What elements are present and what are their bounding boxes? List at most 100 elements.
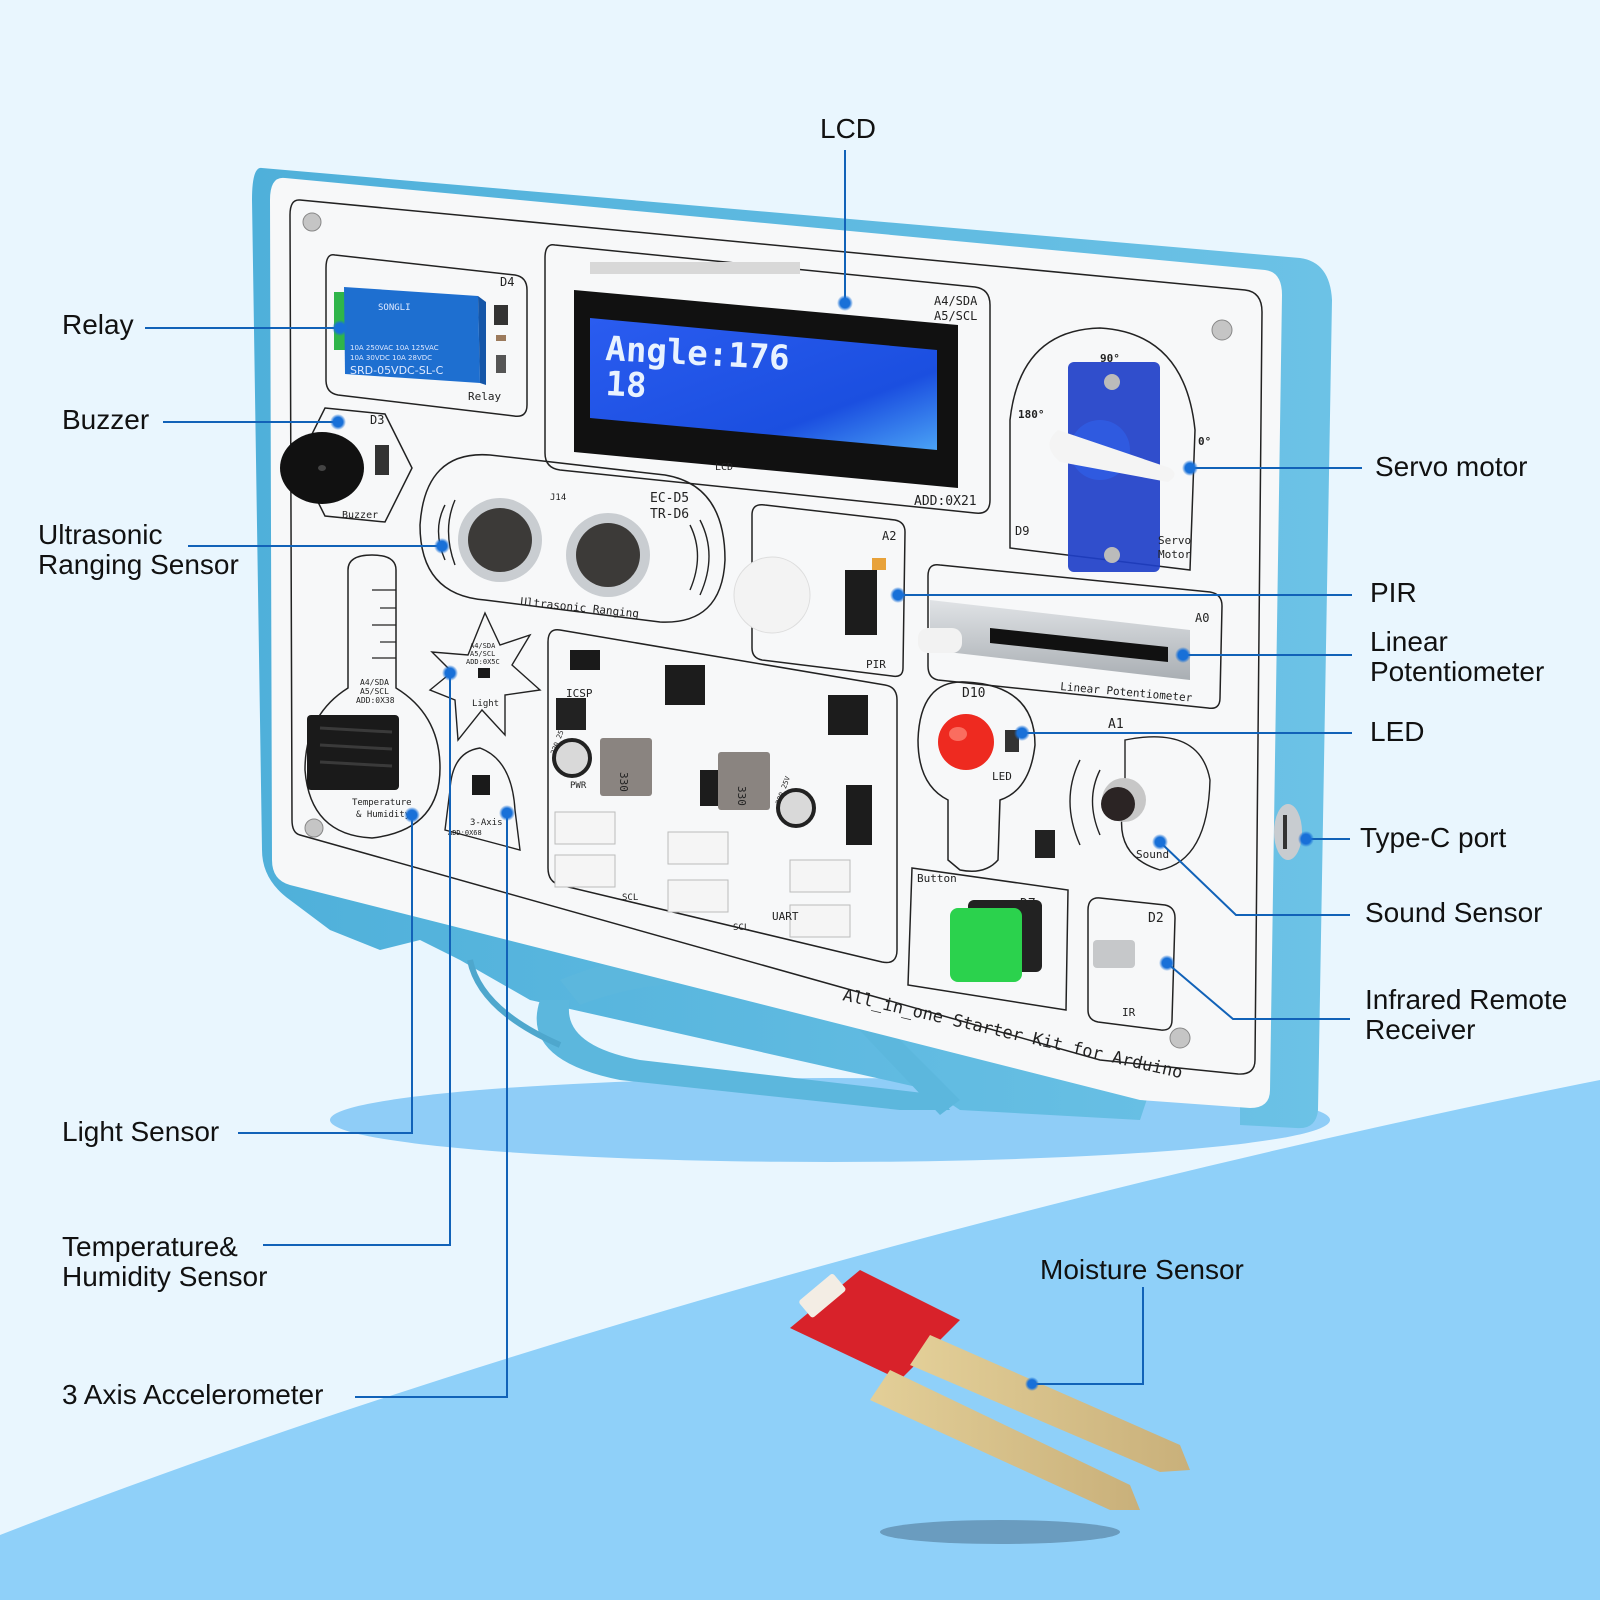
servo-180-mark: 180°	[1018, 408, 1045, 421]
icsp-label: ICSP	[566, 687, 593, 700]
ir-pin: D2	[1148, 911, 1164, 926]
light-bus-sda: A4/SDA	[470, 642, 496, 650]
panel	[270, 177, 1282, 1108]
light-bus-scl: A5/SCL	[470, 650, 495, 658]
callout-infrared-line1: Infrared Remote	[1365, 984, 1568, 1015]
accelerometer-module: 3-Axis ADD:0X68	[444, 747, 521, 851]
callout-line-temperature	[263, 673, 451, 1246]
callout-lcd: LCD	[820, 113, 877, 144]
pwr-label: PWR	[570, 781, 587, 791]
button-module: Button D7	[907, 867, 1069, 1011]
ir-module: D2 IR	[1087, 897, 1176, 1031]
lcd-line-1: Angle:176	[605, 329, 791, 379]
servo-0-mark: 0°	[1198, 435, 1211, 448]
relay-spec2: 10A 30VDC 10A 28VDC	[350, 354, 432, 362]
scl-label-2: SCL	[733, 923, 749, 933]
lcd-module: Angle:176 18 A4/SDA A5/SCL LCD ADD:0X21	[544, 244, 991, 514]
background-wave	[0, 1080, 1600, 1600]
lcd-silk-label: LCD	[715, 462, 733, 473]
servo-module: 90° 180° 0° D9 Servo Motor	[1009, 327, 1211, 572]
relay-module: SONGLI 10A 250VAC 10A 125VAC 10A 30VDC 1…	[325, 254, 528, 418]
relay-spec1: 10A 250VAC 10A 125VAC	[350, 344, 439, 352]
servo-silk-label-1: Servo	[1158, 534, 1191, 547]
temp-silk-label-2: & Humidity	[356, 810, 411, 820]
moisture-shadow	[880, 1520, 1120, 1544]
pir-pin: A2	[882, 529, 896, 543]
uart-label: UART	[772, 910, 799, 923]
callout-line-infrared	[1166, 962, 1350, 1020]
callout-line-accelerometer	[355, 813, 508, 1398]
callout-potentiometer-line2: Potentiometer	[1370, 656, 1545, 687]
sound-silk-label: Sound	[1136, 848, 1169, 861]
callout-accelerometer: 3 Axis Accelerometer	[62, 1379, 324, 1410]
lcd-bus-sda: A4/SDA	[934, 294, 978, 308]
callout-line-moisture	[1032, 1287, 1144, 1385]
callout-sound: Sound Sensor	[1365, 897, 1543, 928]
lcd-header-pins	[590, 262, 800, 274]
relay-brand: SONGLI	[378, 303, 411, 313]
callout-buzzer: Buzzer	[62, 404, 150, 435]
temp-address: ADD:0X38	[356, 696, 395, 705]
sound-module: A1 Sound	[1035, 717, 1211, 871]
buzzer-label: Buzzer	[342, 510, 378, 521]
servo-silk-label-2: Motor	[1158, 548, 1191, 561]
accelerometer-address: ADD:0X68	[448, 829, 482, 837]
temp-humidity-module: A4/SDA A5/SCL ADD:0X38 Temperature & Hum…	[304, 554, 441, 839]
led-silk-label: LED	[992, 770, 1012, 783]
light-address: ADD:0X5C	[466, 658, 500, 666]
temp-bus-sda: A4/SDA	[360, 678, 389, 687]
lcd-address: ADD:0X21	[914, 494, 977, 509]
callout-infrared-line2: Receiver	[1365, 1014, 1476, 1045]
relay-pin: D4	[500, 275, 514, 289]
ir-silk-label: IR	[1122, 1006, 1136, 1019]
led-module: D10 LED	[917, 681, 1036, 872]
pir-silk-label: PIR	[866, 658, 886, 671]
callout-ultrasonic-line1: Ultrasonic	[38, 519, 163, 550]
callout-relay: Relay	[62, 309, 134, 340]
callout-servo: Servo motor	[1375, 451, 1528, 482]
callout-infrared: Infrared Remote Receiver	[1365, 985, 1567, 1045]
light-silk-label: Light	[472, 699, 499, 709]
temp-silk-label-1: Temperature	[352, 798, 412, 808]
lcd-line-2: 18	[605, 364, 648, 406]
potentiometer-pin: A0	[1195, 611, 1209, 625]
scl-label-1: SCL	[622, 893, 638, 903]
callout-temperature-line1: Temperature&	[62, 1231, 238, 1262]
main-controller-area: 330 330 220 25V 220 25V ICSP PWR SCL SCL…	[547, 629, 898, 964]
inductor-2-label: 330	[735, 786, 748, 806]
light-module: A4/SDA A5/SCL ADD:0X5C Light	[428, 611, 542, 742]
callout-led: LED	[1370, 716, 1425, 747]
accelerometer-silk-label: 3-Axis	[470, 818, 503, 828]
ultrasonic-echo-pin: EC-D5	[650, 491, 689, 506]
servo-pin: D9	[1015, 524, 1029, 538]
buzzer-module: D3 Buzzer	[280, 407, 413, 523]
moisture-sensor	[790, 1270, 1190, 1510]
callout-line-sound	[1159, 841, 1350, 916]
callout-temperature: Temperature& Humidity Sensor	[62, 1232, 267, 1292]
servo-90-mark: 90°	[1100, 352, 1120, 365]
led-pin: D10	[962, 686, 985, 701]
callout-ultrasonic: Ultrasonic Ranging Sensor	[38, 520, 239, 580]
callout-potentiometer-line1: Linear	[1370, 626, 1448, 657]
inductor-1-label: 330	[617, 772, 630, 792]
sound-pin: A1	[1108, 717, 1124, 732]
pir-module: A2 PIR	[733, 503, 906, 678]
ultrasonic-trig-pin: TR-D6	[650, 507, 689, 522]
callout-dots	[330, 295, 1314, 1391]
callout-light: Light Sensor	[62, 1116, 220, 1147]
relay-model: SRD-05VDC-SL-C	[350, 364, 444, 377]
relay-label: Relay	[468, 390, 501, 403]
callout-ultrasonic-line2: Ranging Sensor	[38, 549, 239, 580]
button-silk-label: Button	[917, 872, 957, 885]
callout-typec: Type-C port	[1360, 822, 1507, 853]
callout-lines	[145, 150, 1362, 1398]
callout-moisture: Moisture Sensor	[1040, 1254, 1244, 1285]
ultrasonic-j14: J14	[550, 493, 566, 503]
callout-temperature-line2: Humidity Sensor	[62, 1261, 268, 1292]
button-pin: D7	[1020, 897, 1036, 912]
callout-line-light	[238, 815, 413, 1134]
buzzer-pin: D3	[370, 413, 384, 427]
callout-pir: PIR	[1370, 577, 1417, 608]
temp-bus-scl: A5/SCL	[360, 687, 389, 696]
